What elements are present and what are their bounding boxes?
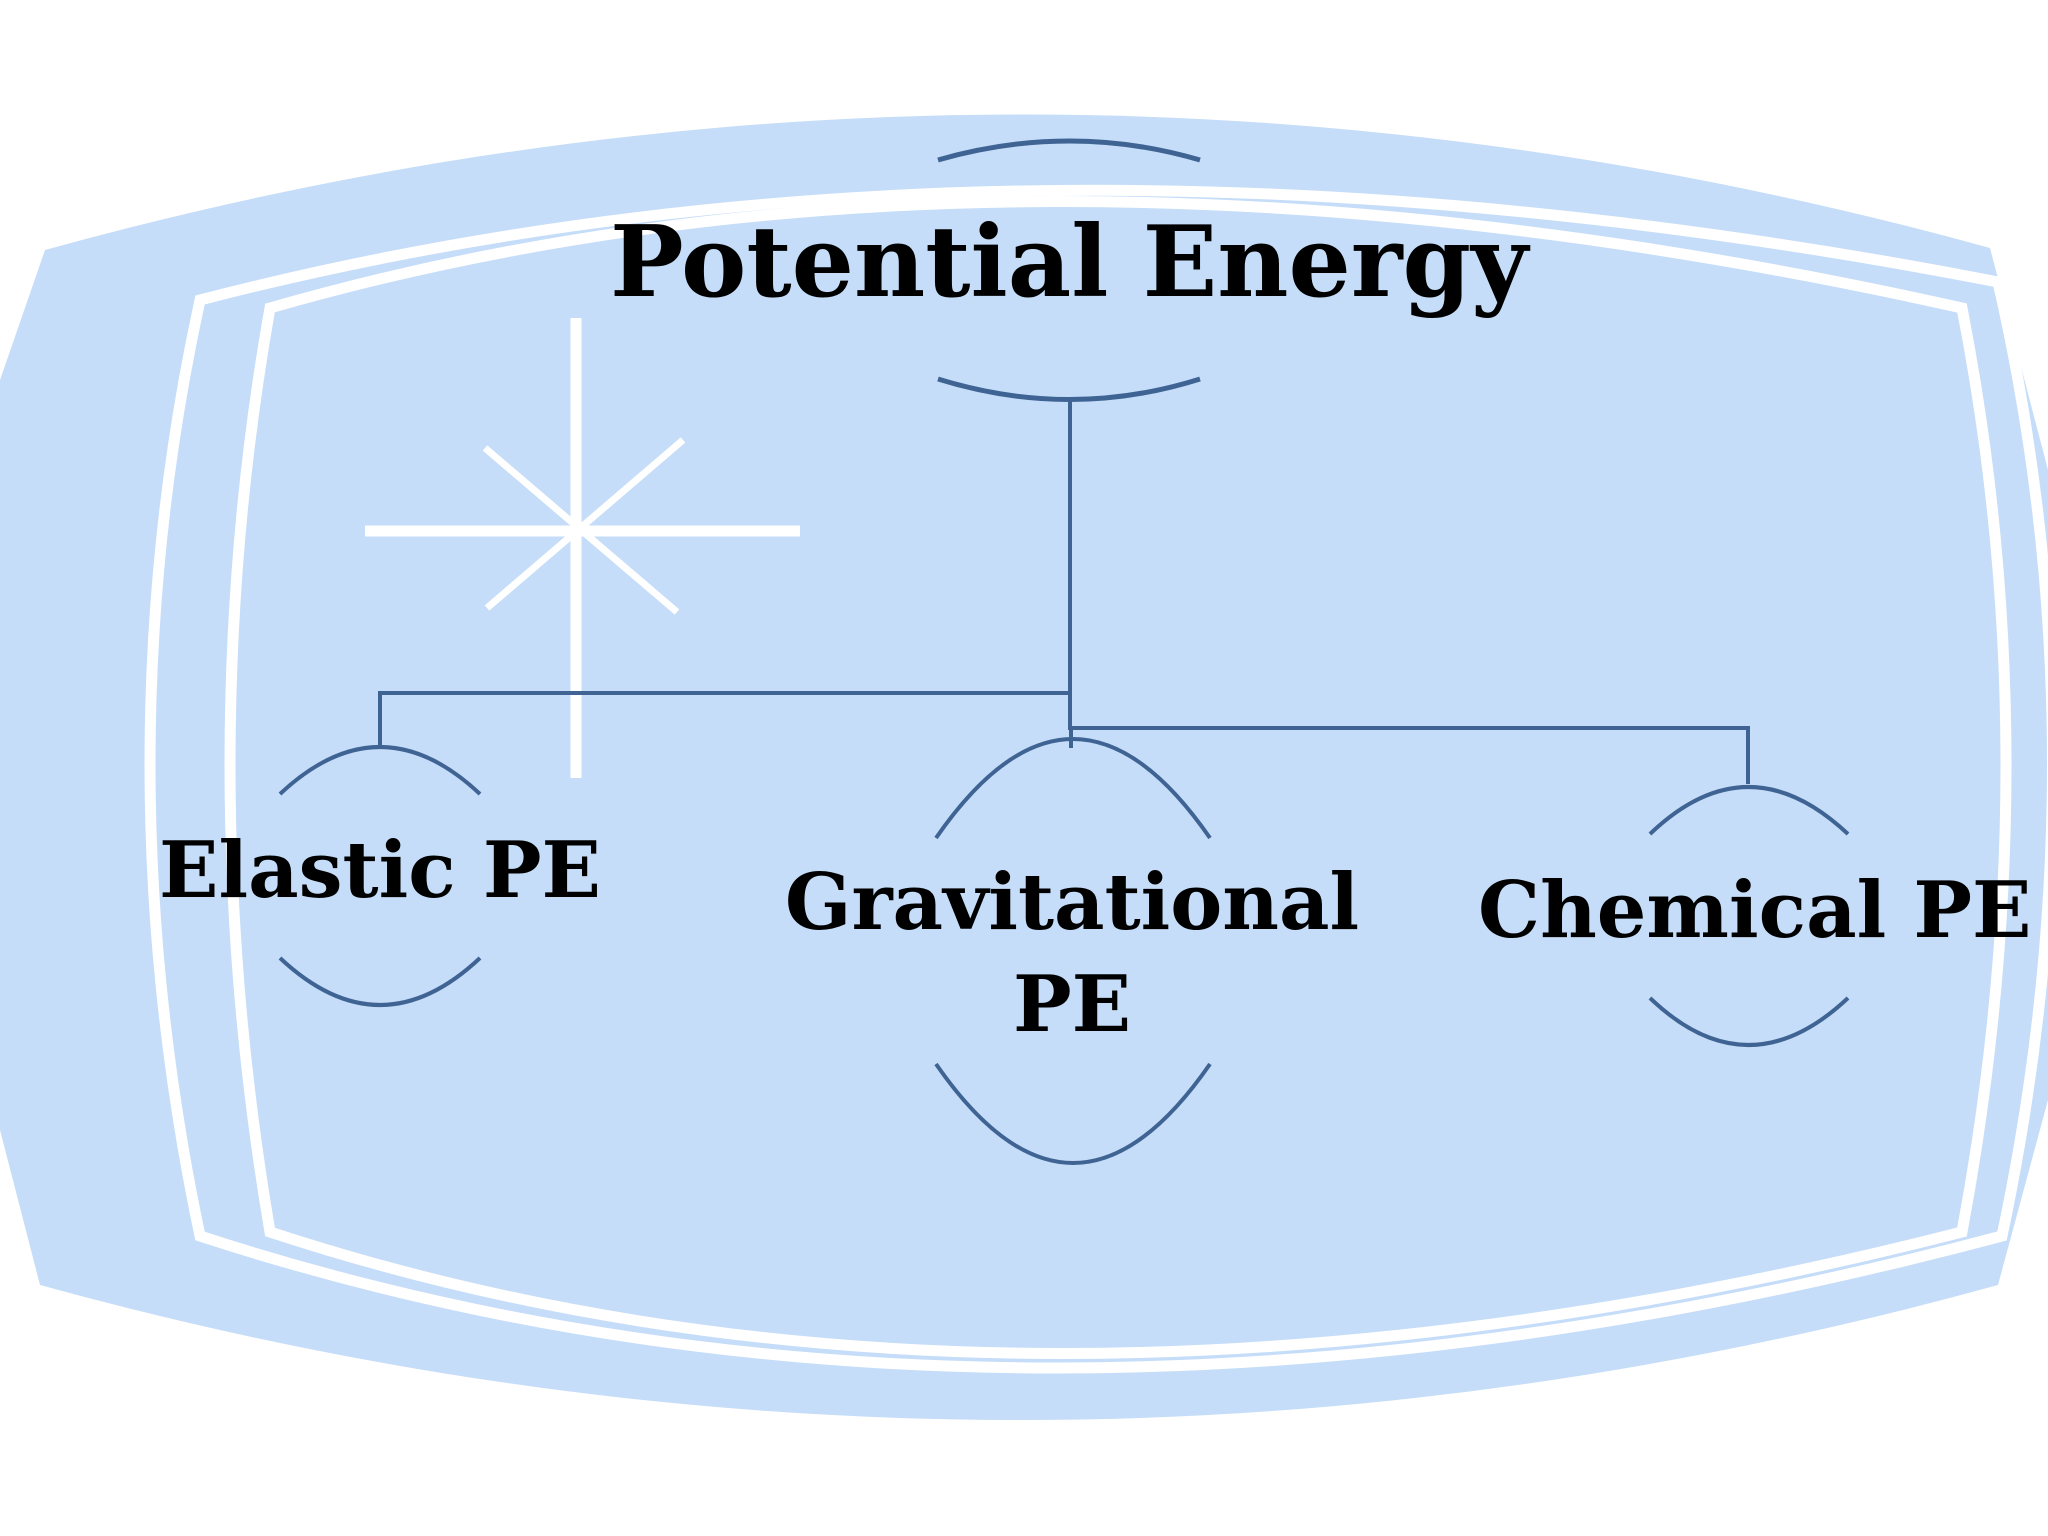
gravitational-node-arcs [934, 737, 1212, 1165]
chemical-node-arcs [1648, 785, 1850, 1047]
sparkle-decoration [365, 318, 800, 778]
elastic-node-arcs [278, 745, 482, 1007]
inner-frame [224, 196, 2012, 1359]
gravitational-pe-label: Gravitational PE [784, 857, 1360, 1050]
outer-frame [144, 184, 2048, 1374]
chemical-pe-label: Chemical PE [1478, 865, 2032, 956]
elastic-pe-label: Elastic PE [159, 825, 601, 916]
root-node-arcs [937, 138, 1201, 402]
background-shape [0, 114, 2048, 1420]
root-node-label: Potential Energy [609, 205, 1529, 320]
